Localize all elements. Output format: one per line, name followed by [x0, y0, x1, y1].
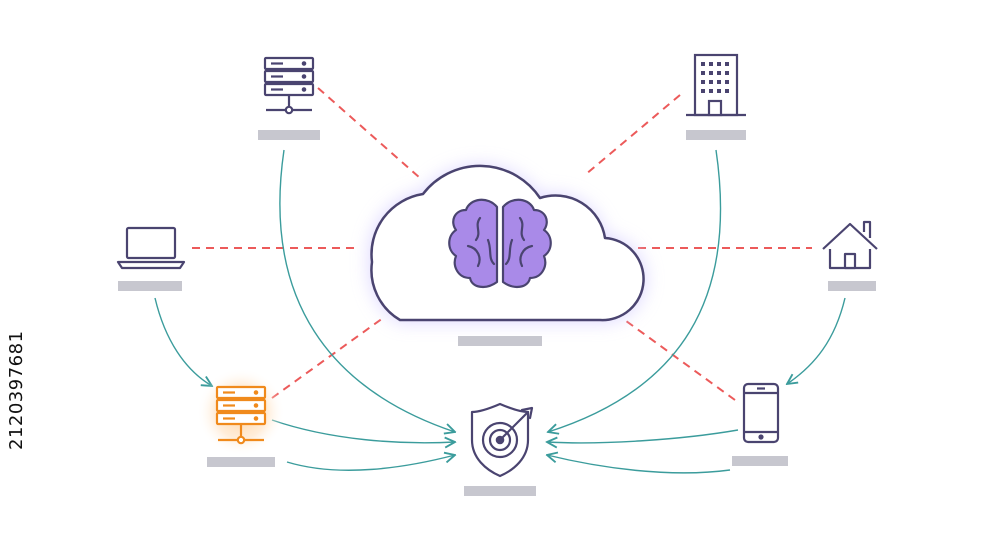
- server-stack-icon: [263, 56, 315, 115]
- link-server-top-cloud: [317, 87, 421, 179]
- link-server-highlight-cloud: [271, 317, 384, 399]
- label-placeholder-server-highlight: [207, 457, 275, 467]
- phone-node: [732, 382, 788, 466]
- shield-target-icon: [470, 402, 534, 478]
- arrow-server-top-shield: [279, 149, 455, 432]
- label-placeholder-house: [828, 281, 876, 291]
- label-placeholder-server-top: [258, 130, 320, 140]
- server-top-node: [258, 56, 320, 140]
- label-placeholder-building: [686, 130, 746, 140]
- label-placeholder-phone: [732, 456, 788, 466]
- cloud-node: [369, 164, 646, 346]
- arrow-building-shield: [548, 149, 722, 432]
- laptop-node: [116, 226, 186, 291]
- building-node: [686, 53, 746, 140]
- arrow-server-highlight-shield-2: [286, 455, 455, 471]
- brain-icon: [448, 198, 552, 288]
- link-phone-cloud: [621, 317, 736, 401]
- arrow-server-highlight-shield-1: [271, 419, 455, 443]
- arrow-laptop-server: [154, 297, 212, 386]
- label-placeholder-cloud: [458, 336, 542, 346]
- side-id-text: 2120397681: [6, 330, 27, 450]
- arrow-links: [154, 149, 846, 474]
- server-stack-icon: [215, 385, 267, 445]
- link-building-cloud: [584, 94, 681, 176]
- label-placeholder-laptop: [118, 281, 182, 291]
- server-highlight-node: [197, 368, 285, 467]
- arrow-phone-shield-2: [547, 455, 731, 474]
- dashed-links: [192, 87, 812, 401]
- label-placeholder-shield: [464, 486, 536, 496]
- shield-node: [464, 402, 536, 496]
- arrow-house-phone: [787, 297, 846, 384]
- house-icon: [822, 220, 878, 270]
- laptop-icon: [116, 226, 186, 270]
- arrow-phone-shield-1: [547, 429, 739, 443]
- house-node: [822, 220, 878, 291]
- office-building-icon: [686, 53, 746, 117]
- smartphone-icon: [742, 382, 780, 444]
